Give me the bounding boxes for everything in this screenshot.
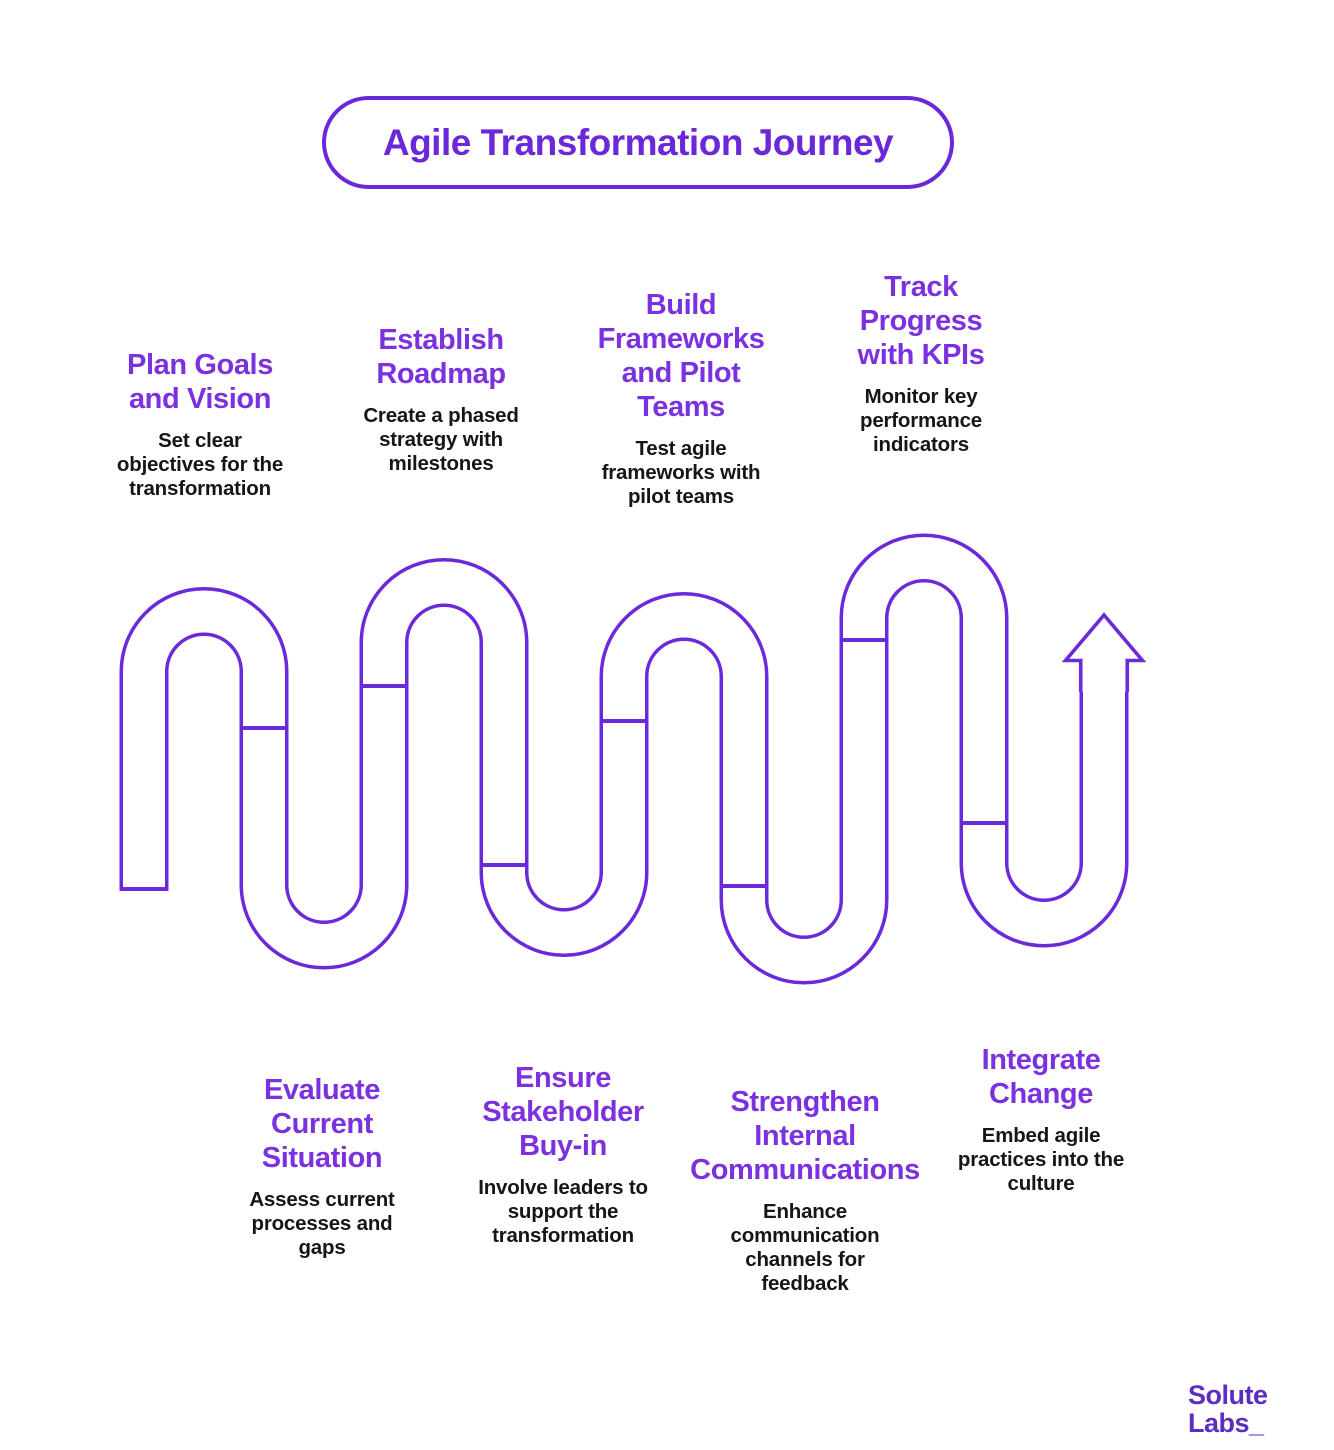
step-title: Establish Roadmap (376, 324, 506, 390)
step-description: Embed agile practices into the culture (957, 1124, 1125, 1195)
step-title: Track Progress with KPIs (857, 271, 985, 371)
step-track-progress: Track Progress with KPIs Monitor key per… (801, 270, 1041, 457)
path-inner-fill (123, 537, 1125, 981)
step-build-frameworks: Build Frameworks and Pilot Teams Test ag… (561, 288, 801, 509)
step-ensure-stakeholder-buy-in: Ensure Stakeholder Buy-in Involve leader… (443, 1061, 683, 1248)
arrow-up-icon (1061, 612, 1147, 692)
title-pill: Agile Transformation Journey (322, 96, 954, 189)
step-description: Enhance communication channels for feedb… (730, 1200, 880, 1295)
milestone-markers (239, 638, 1009, 888)
solutelabs-logo: Solute Labs_ (1188, 1381, 1268, 1437)
step-description: Test agile frameworks with pilot teams (601, 437, 761, 508)
step-title: Evaluate Current Situation (261, 1074, 383, 1174)
logo-line-2: Labs_ (1188, 1408, 1264, 1438)
step-establish-roadmap: Establish Roadmap Create a phased strate… (329, 323, 553, 476)
logo-line-1: Solute (1188, 1380, 1268, 1410)
step-description: Create a phased strategy with milestones (363, 404, 519, 475)
step-title: Build Frameworks and Pilot Teams (597, 289, 765, 423)
step-title: Integrate Change (981, 1044, 1101, 1110)
step-description: Assess current processes and gaps (249, 1188, 395, 1259)
step-evaluate-current-situation: Evaluate Current Situation Assess curren… (202, 1073, 442, 1260)
step-integrate-change: Integrate Change Embed agile practices i… (921, 1043, 1161, 1196)
step-title: Plan Goals and Vision (127, 349, 273, 415)
step-description: Monitor key performance indicators (860, 385, 982, 456)
step-title: Ensure Stakeholder Buy-in (482, 1062, 644, 1162)
step-strengthen-internal-communications: Strengthen Internal Communications Enhan… (655, 1085, 955, 1296)
step-description: Set clear objectives for the transformat… (116, 429, 284, 500)
step-description: Involve leaders to support the transform… (478, 1176, 648, 1247)
step-plan-goals-and-vision: Plan Goals and Vision Set clear objectiv… (88, 348, 312, 501)
page-title: Agile Transformation Journey (382, 121, 894, 163)
step-title: Strengthen Internal Communications (690, 1086, 920, 1186)
